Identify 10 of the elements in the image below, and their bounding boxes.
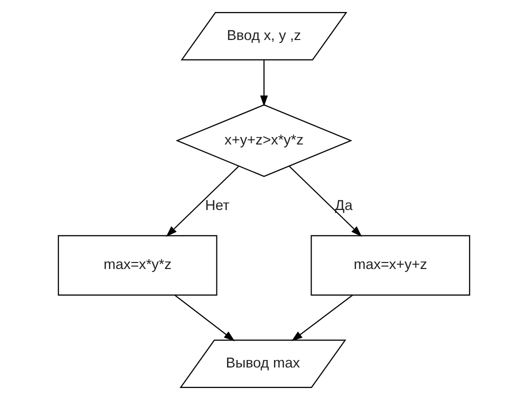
arrow — [288, 166, 362, 237]
arrow — [260, 60, 268, 106]
node-diamond: x+y+z>x*y*z — [176, 104, 352, 177]
edge-label: Нет — [205, 198, 230, 214]
node-box: max=x*y*z — [58, 235, 218, 296]
node-box: max=x+y+z — [310, 235, 470, 296]
arrow — [174, 294, 235, 342]
arrow — [291, 294, 353, 342]
edge-label: Да — [334, 198, 353, 214]
arrow — [166, 166, 240, 237]
